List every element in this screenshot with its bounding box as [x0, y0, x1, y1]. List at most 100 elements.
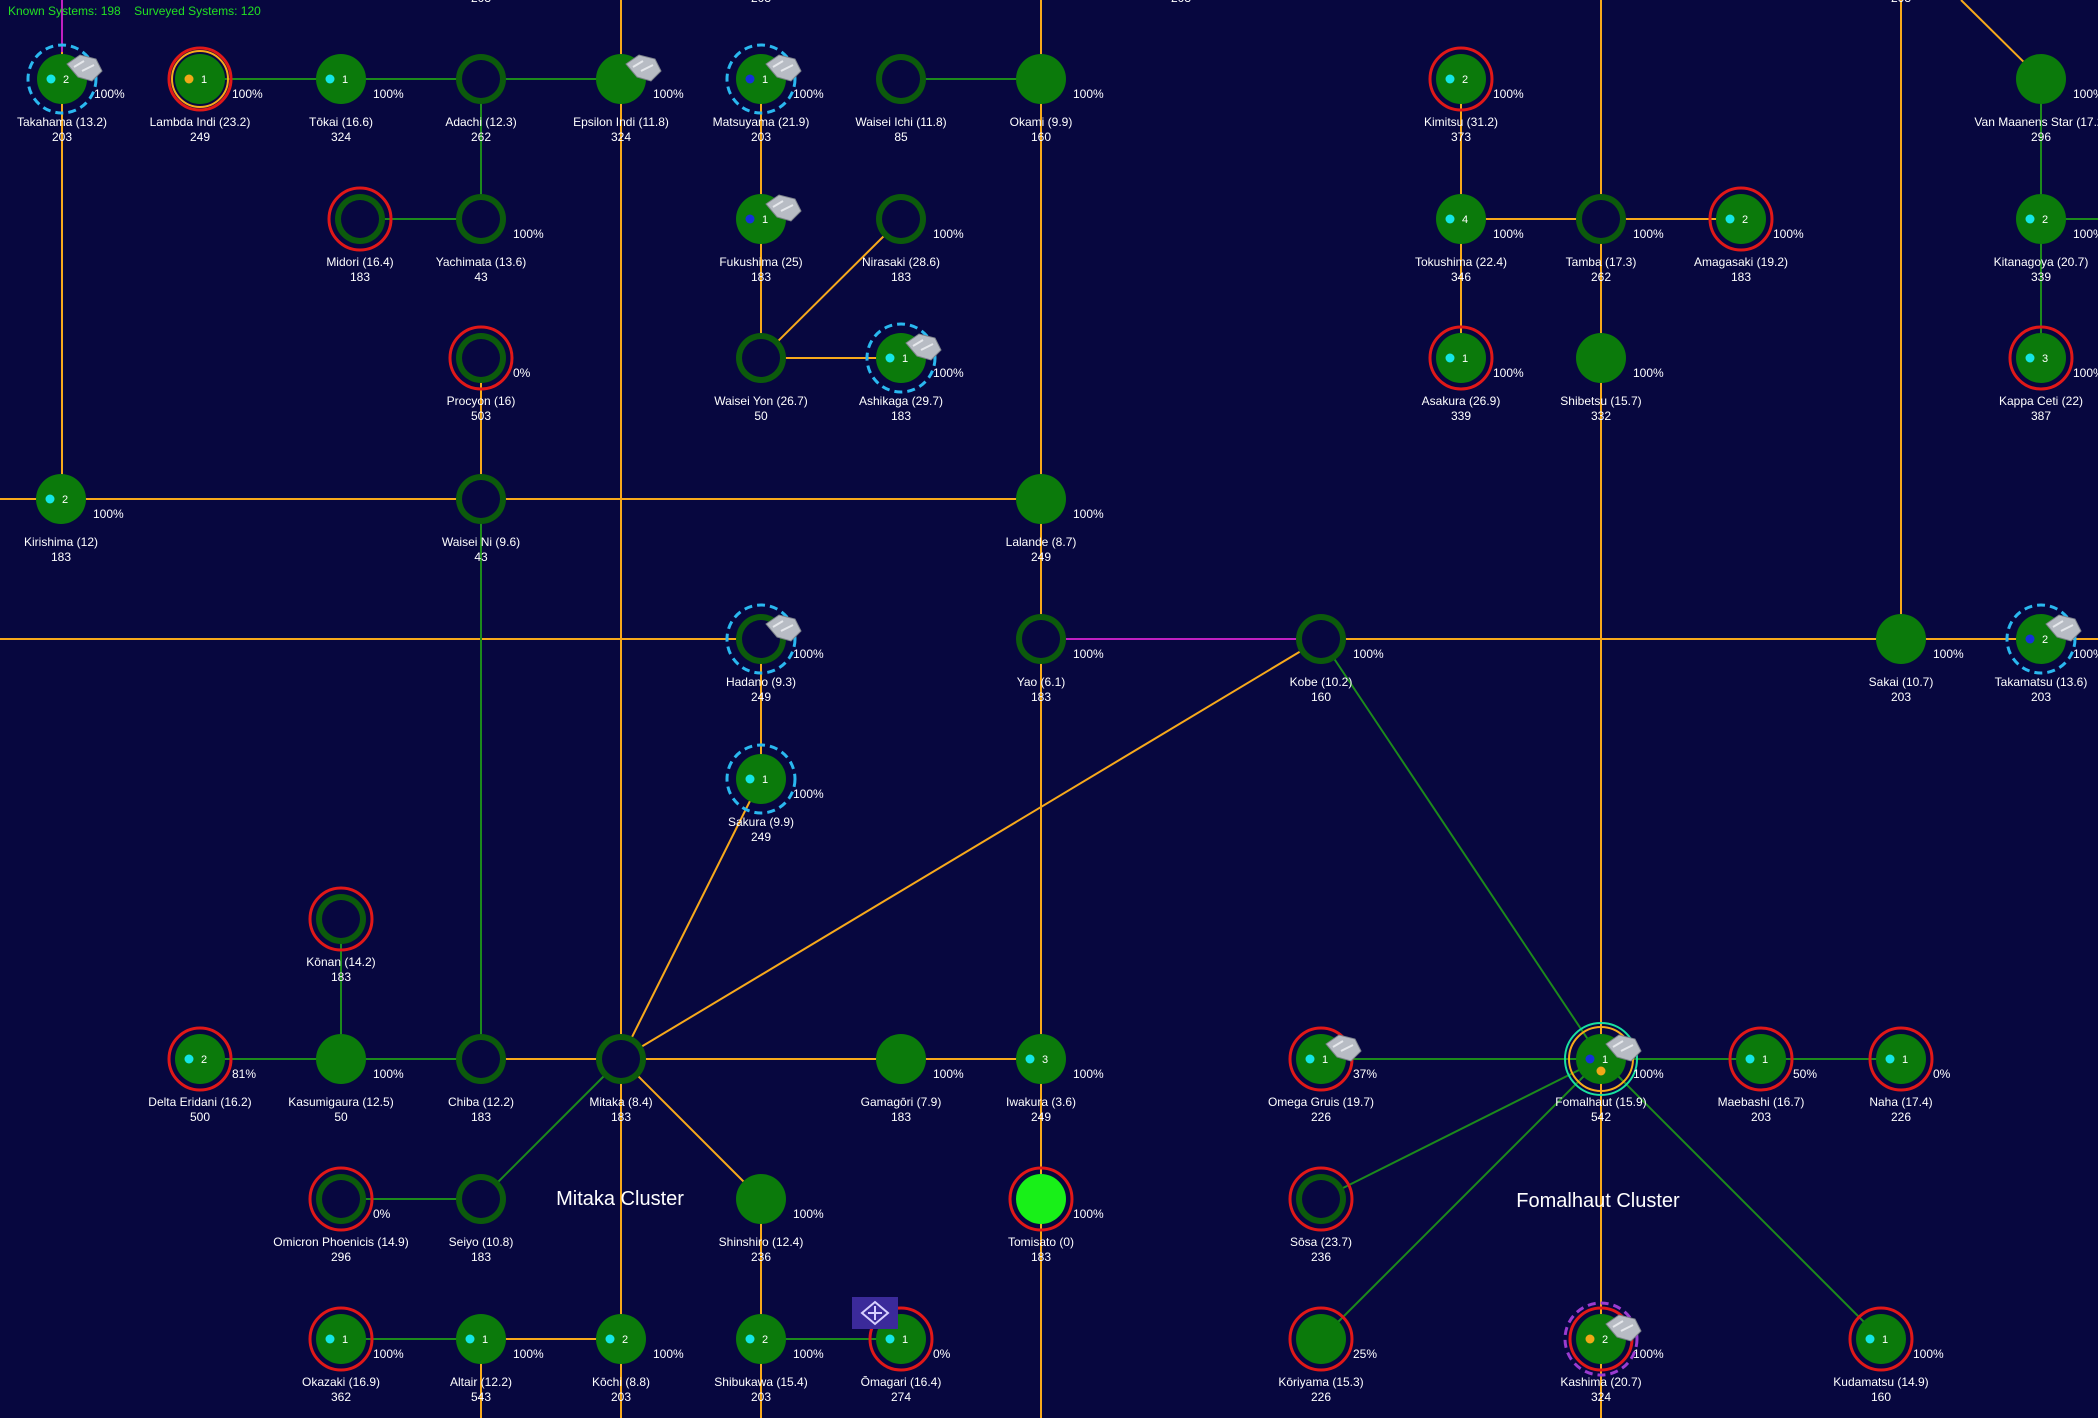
star-system-mitaka[interactable]: Mitaka (8.4)183	[589, 1034, 653, 1124]
system-population: 50	[754, 409, 768, 423]
system-population: 262	[471, 130, 491, 144]
star-core	[1302, 1180, 1340, 1218]
system-name: Shibetsu (15.7)	[1560, 394, 1641, 408]
star-system-tamba[interactable]: 100%Tamba (17.3)262	[1566, 194, 1664, 284]
star-system-shibetsu[interactable]: 100%Shibetsu (15.7)332	[1560, 333, 1664, 423]
star-body	[736, 1314, 786, 1364]
system-name: Iwakura (3.6)	[1006, 1095, 1076, 1109]
system-name: Kappa Ceti (22)	[1999, 394, 2083, 408]
system-population: 160	[1871, 1390, 1891, 1404]
star-system-gamagori[interactable]: 100%Gamagōri (7.9)183	[861, 1034, 964, 1124]
planet-count: 2	[762, 1334, 768, 1346]
star-system-kasumigaura[interactable]: 100%Kasumigaura (12.5)50	[288, 1034, 404, 1124]
star-body	[1736, 1034, 1786, 1084]
planet-count: 1	[1602, 1054, 1608, 1066]
hostile-ring	[1008, 1166, 1074, 1232]
survey-percent: 25%	[1353, 1347, 1377, 1361]
star-system-omicron-phoenicis[interactable]: 0%Omicron Phoenicis (14.9)296	[273, 1166, 409, 1264]
star-system-van-maanens[interactable]: 100%Van Maanens Star (17.2)296	[1974, 54, 2098, 144]
star-system-sakai[interactable]: 100%Sakai (10.7)203	[1869, 614, 1964, 704]
planet-count: 2	[2042, 634, 2048, 646]
cluster-label-mitaka: Mitaka Cluster	[556, 1188, 684, 1210]
planet-count: 1	[762, 74, 768, 86]
colony-dot	[1305, 1054, 1315, 1064]
star-system-delta-eridani[interactable]: 281%Delta Eridani (16.2)500	[148, 1026, 256, 1124]
survey-percent: 100%	[2073, 366, 2098, 380]
star-system-okami[interactable]: 100%Okami (9.9)160	[1010, 54, 1104, 144]
survey-percent: 100%	[1073, 1067, 1104, 1081]
star-system-waisei-ichi[interactable]: Waisei Ichi (11.8)85	[855, 54, 947, 144]
planet-count: 1	[1902, 1054, 1908, 1066]
system-name: Amagasaki (19.2)	[1694, 255, 1788, 269]
system-name: Van Maanens Star (17.2)	[1974, 115, 2098, 129]
colony-dot	[1445, 353, 1455, 363]
star-system-adachi[interactable]: Adachi (12.3)262	[445, 54, 517, 144]
star-system-tomisato[interactable]: 100%Tomisato (0)183	[1008, 1166, 1104, 1264]
system-population: 203	[2031, 690, 2051, 704]
debris-icon	[765, 614, 802, 642]
system-name: Tōkai (16.6)	[309, 115, 373, 129]
star-system-shinshiro[interactable]: 100%Shinshiro (12.4)236	[719, 1174, 824, 1264]
star-system-kobe[interactable]: 100%Kobe (10.2)160	[1290, 614, 1384, 704]
system-population: 262	[1591, 270, 1611, 284]
star-system-yachimata[interactable]: 100%Yachimata (13.6)43	[436, 194, 544, 284]
star-system-chiba[interactable]: Chiba (12.2)183	[448, 1034, 514, 1124]
system-name: Fukushima (25)	[719, 255, 802, 269]
star-system-procyon[interactable]: 0%Procyon (16)503	[447, 325, 531, 423]
star-system-maebashi[interactable]: 150%Maebashi (16.7)203	[1718, 1026, 1818, 1124]
star-system-lalande[interactable]: 100%Lalande (8.7)249	[1006, 474, 1104, 564]
star-system-omega-gruis[interactable]: 137%Omega Gruis (19.7)226	[1268, 1026, 1377, 1124]
star-system-sosa[interactable]: Sōsa (23.7)236	[1288, 1166, 1354, 1264]
system-population: 203	[611, 1390, 631, 1404]
star-system-naha[interactable]: 10%Naha (17.4)226	[1868, 1026, 1951, 1124]
waypoint-marker-icon[interactable]	[852, 1297, 898, 1329]
survey-percent: 100%	[793, 647, 824, 661]
star-system-hadano[interactable]: 100%Hadano (9.3)249	[725, 603, 824, 704]
star-system-waisei-yon[interactable]: Waisei Yon (26.7)50	[714, 333, 808, 423]
star-system-konan[interactable]: Kōnan (14.2)183	[306, 886, 376, 984]
star-system-waisei-ni[interactable]: Waisei Ni (9.6)43	[442, 474, 520, 564]
star-system-yao[interactable]: 100%Yao (6.1)183	[1016, 614, 1104, 704]
survey-percent: 100%	[793, 87, 824, 101]
system-population: 183	[51, 550, 71, 564]
system-name: Procyon (16)	[447, 394, 516, 408]
star-system-nirasaki[interactable]: 100%Nirasaki (28.6)183	[862, 194, 964, 284]
star-system-koriyama[interactable]: 25%Kōriyama (15.3)226	[1278, 1306, 1377, 1404]
jump-route-line	[1320, 1058, 1602, 1200]
system-name: Kimitsu (31.2)	[1424, 115, 1498, 129]
system-population: 85	[894, 130, 908, 144]
star-system-seiyo[interactable]: Seiyo (10.8)183	[449, 1174, 514, 1264]
system-population: 296	[331, 1250, 351, 1264]
star-system-midori[interactable]: Midori (16.4)183	[326, 186, 394, 284]
survey-percent: 100%	[373, 87, 404, 101]
star-body	[1436, 54, 1486, 104]
star-system-epsilon-indi[interactable]: 100%Epsilon Indi (11.8)324	[573, 54, 684, 144]
star-body	[876, 1034, 926, 1084]
colony-dot	[1445, 74, 1455, 84]
